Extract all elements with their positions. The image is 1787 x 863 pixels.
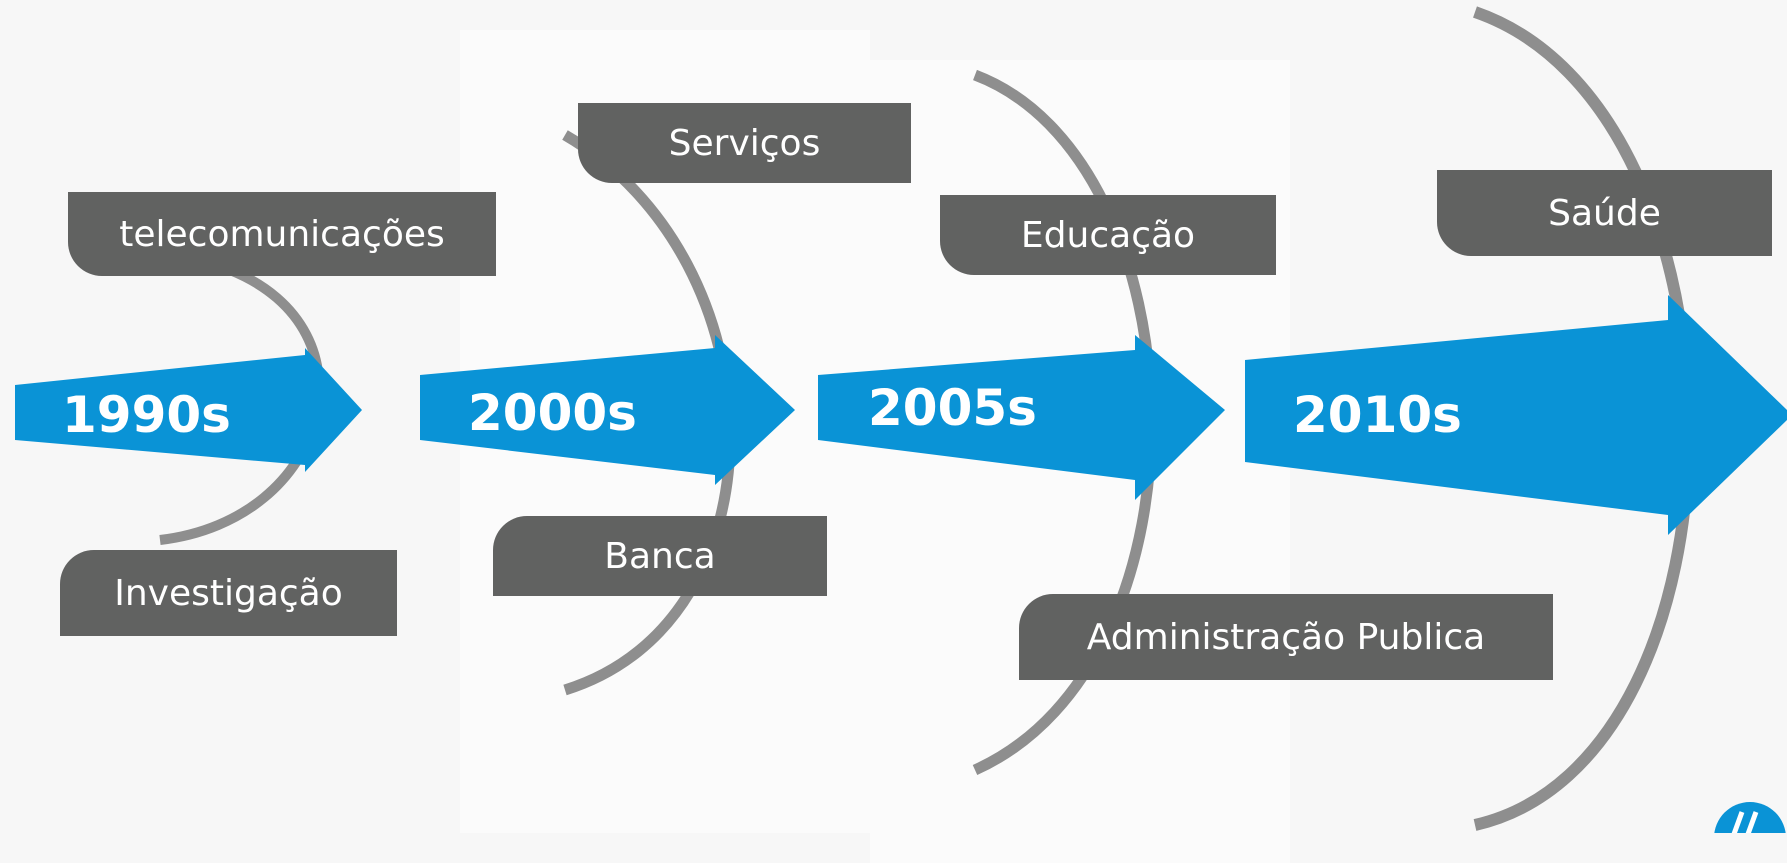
tag-administracao-publica: Administração Publica [1019, 594, 1553, 680]
era-label-1990s: 1990s [62, 386, 231, 444]
arrow-2005s [818, 335, 1225, 500]
tag-banca: Banca [493, 516, 827, 596]
tag-telecomunicacoes: telecomunicações [68, 192, 496, 276]
era-label-2010s: 2010s [1293, 386, 1462, 444]
tag-educacao: Educação [940, 195, 1276, 275]
arrow-2010s [1245, 295, 1787, 535]
hp-logo-icon [1714, 802, 1786, 833]
arrow-1990s [15, 348, 362, 472]
era-label-2005s: 2005s [868, 379, 1037, 437]
timeline-arrows: 1990s 2000s 2005s 2010s [15, 295, 1787, 535]
tag-investigacao: Investigação [60, 550, 397, 636]
era-label-2000s: 2000s [468, 384, 637, 442]
tag-servicos: Serviços [578, 103, 911, 183]
arrow-2000s [420, 335, 795, 485]
tag-saude: Saúde [1437, 170, 1772, 256]
